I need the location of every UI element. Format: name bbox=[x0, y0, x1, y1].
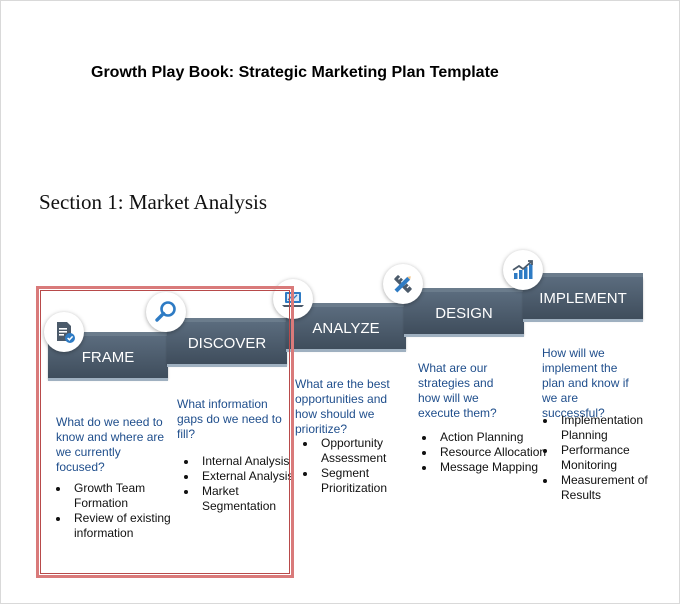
list-item: Implementation Planning bbox=[557, 413, 669, 443]
step-question: What are the best opportunities and how … bbox=[295, 377, 390, 436]
step-label: DISCOVER bbox=[187, 334, 267, 352]
step-list: Growth Team Formation Review of existing… bbox=[49, 481, 182, 541]
document-check-icon bbox=[44, 312, 84, 352]
step-label: FRAME bbox=[81, 348, 135, 366]
step-list: Opportunity Assessment Segment Prioritiz… bbox=[296, 436, 425, 496]
section-heading: Section 1: Market Analysis bbox=[39, 190, 268, 214]
list-item: Internal Analysis bbox=[198, 454, 308, 469]
list-item: Resource Allocation bbox=[436, 445, 548, 460]
step-label: DESIGN bbox=[435, 304, 493, 322]
step-list: Implementation Planning Performance Moni… bbox=[536, 413, 669, 503]
magnifier-icon bbox=[146, 292, 186, 332]
step-question: What are our strategies and how will we … bbox=[418, 361, 497, 420]
step-label: IMPLEMENT bbox=[539, 289, 627, 307]
step-tab-implement: IMPLEMENT bbox=[523, 273, 643, 322]
step-tab-design: DESIGN bbox=[404, 288, 524, 337]
bar-chart-growth-icon bbox=[503, 250, 543, 290]
list-item: Performance Monitoring bbox=[557, 443, 669, 473]
step-question: How will we implement the plan and know … bbox=[542, 346, 629, 420]
step-list: Internal Analysis External Analysis Mark… bbox=[177, 454, 308, 514]
list-item: Segment Prioritization bbox=[317, 466, 425, 496]
list-item: Growth Team Formation bbox=[70, 481, 182, 511]
step-tab-analyze: ANALYZE bbox=[286, 303, 406, 352]
step-label: ANALYZE bbox=[312, 319, 380, 337]
list-item: Market Segmentation bbox=[198, 484, 308, 514]
pencil-ruler-icon bbox=[383, 264, 423, 304]
list-item: Review of existing information bbox=[70, 511, 182, 541]
list-item: Message Mapping bbox=[436, 460, 548, 475]
list-item: Measurement of Results bbox=[557, 473, 669, 503]
list-item: Opportunity Assessment bbox=[317, 436, 425, 466]
step-list: Action Planning Resource Allocation Mess… bbox=[415, 430, 548, 475]
document-title: Growth Play Book: Strategic Marketing Pl… bbox=[91, 64, 499, 81]
frame-discover-highlight bbox=[36, 286, 294, 578]
step-question: What information gaps do we need to fill… bbox=[177, 397, 282, 441]
step-tab-discover: DISCOVER bbox=[167, 318, 287, 367]
step-tab-frame: FRAME bbox=[48, 332, 168, 381]
list-item: External Analysis bbox=[198, 469, 308, 484]
step-question: What do we need to know and where are we… bbox=[56, 415, 165, 474]
list-item: Action Planning bbox=[436, 430, 548, 445]
